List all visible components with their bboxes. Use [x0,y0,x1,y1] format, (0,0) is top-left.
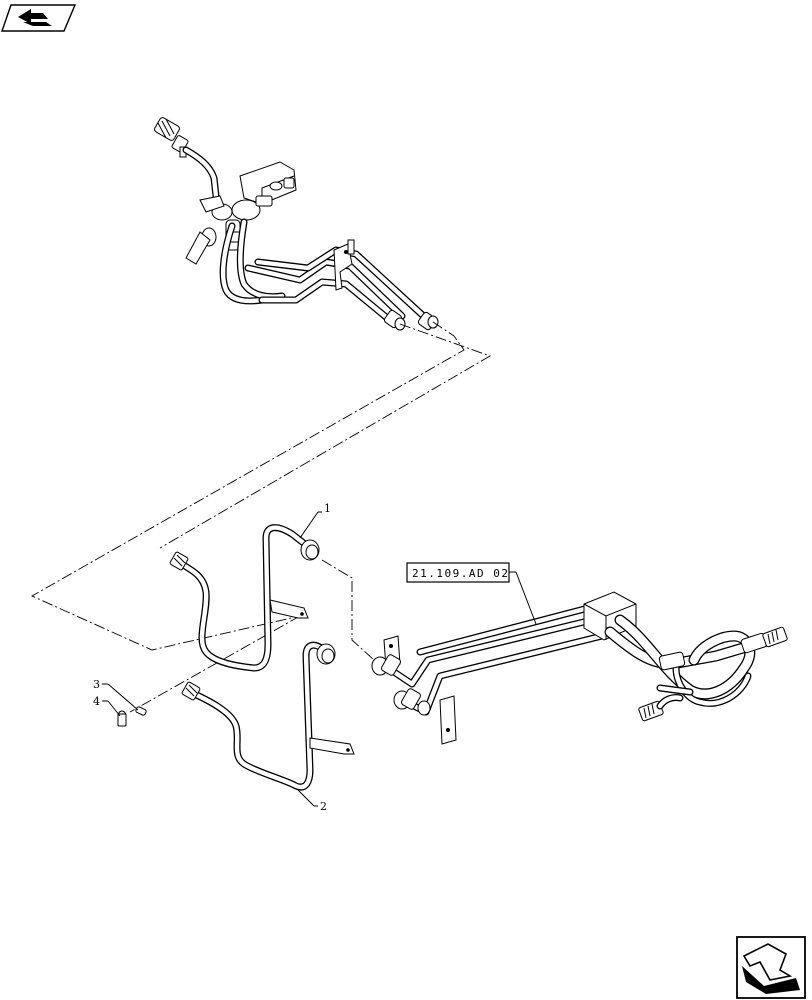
callout-4-label: 4 [93,695,100,708]
previous-page-button[interactable] [1,4,77,32]
callout-3: 3 [93,678,139,711]
valve-body [185,161,297,265]
hardware-items [117,706,147,727]
tube-part-1 [169,524,320,672]
right-hose-assembly [371,591,788,745]
tube-part-2 [181,641,355,791]
next-page-icon [742,943,800,994]
upper-valve-assembly [154,117,439,331]
previous-page-icon [18,9,52,26]
callout-2: 2 [297,789,327,813]
callout-2-label: 2 [320,800,327,813]
callout-4: 4 [93,695,121,717]
next-page-button[interactable] [736,936,806,999]
upper-tube-fittings [383,309,439,331]
reference-label-text: 21.109.AD 02 [412,567,509,580]
connection-lines [31,321,492,713]
reference-label-link[interactable]: 21.109.AD 02 [406,562,537,625]
callout-1-label: 1 [324,502,331,515]
callout-1: 1 [299,502,331,539]
callout-3-label: 3 [93,678,100,691]
